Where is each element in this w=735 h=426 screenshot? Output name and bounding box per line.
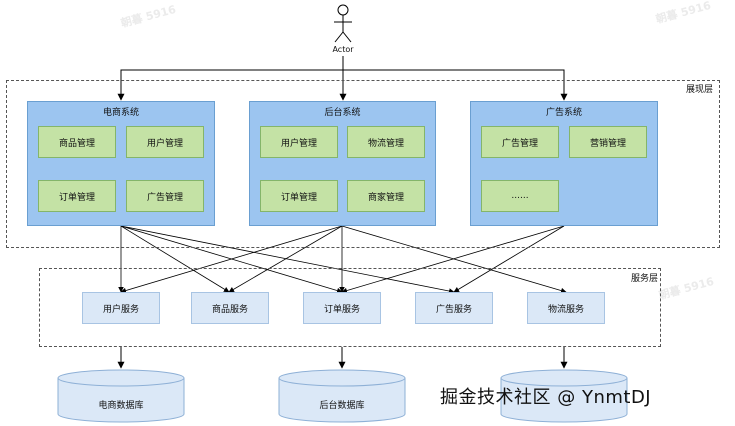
service-user[interactable]: 用户服务 xyxy=(82,292,160,324)
database-ecommerce-label: 电商数据库 xyxy=(98,401,144,411)
service-layer xyxy=(39,268,661,347)
module-user-management[interactable]: 用户管理 xyxy=(126,126,204,158)
module-marketing-management[interactable]: 营销管理 xyxy=(569,126,647,158)
database-cylinder-backend xyxy=(278,369,406,423)
module-order-management[interactable]: 订单管理 xyxy=(260,180,338,212)
service-ad[interactable]: 广告服务 xyxy=(415,292,493,324)
watermark-text: 朝暮 5916 xyxy=(119,2,178,31)
module-ad-management[interactable]: 广告管理 xyxy=(481,126,559,158)
watermark-text: 朝暮 5916 xyxy=(657,274,716,303)
system-backend[interactable]: 后台系统 用户管理 物流管理 订单管理 商家管理 xyxy=(249,101,436,226)
actor-label: Actor xyxy=(332,45,354,54)
watermark-text: 朝暮 5916 xyxy=(654,0,713,27)
system-title: 电商系统 xyxy=(102,108,139,118)
module-user-management[interactable]: 用户管理 xyxy=(260,126,338,158)
brand-watermark: 掘金技术社区 @ YnmtDJ xyxy=(440,387,652,408)
presentation-layer-label: 展现层 xyxy=(686,85,714,95)
service-product[interactable]: 商品服务 xyxy=(191,292,269,324)
service-database-connections xyxy=(117,347,568,369)
system-title: 后台系统 xyxy=(324,108,361,118)
service-layer-label: 服务层 xyxy=(631,274,659,284)
service-order[interactable]: 订单服务 xyxy=(303,292,381,324)
system-title: 广告系统 xyxy=(545,108,582,118)
module-order-management[interactable]: 订单管理 xyxy=(38,180,116,212)
module-merchant-management[interactable]: 商家管理 xyxy=(347,180,425,212)
system-ads[interactable]: 广告系统 广告管理 营销管理 ...... xyxy=(470,101,658,226)
system-ecommerce[interactable]: 电商系统 商品管理 用户管理 订单管理 广告管理 xyxy=(27,101,215,226)
module-product-management[interactable]: 商品管理 xyxy=(38,126,116,158)
module-logistics-management[interactable]: 物流管理 xyxy=(347,126,425,158)
service-logistics[interactable]: 物流服务 xyxy=(527,292,605,324)
database-ads-label: 广告数据库 xyxy=(541,401,587,411)
database-backend-label: 后台数据库 xyxy=(319,401,365,411)
actor-icon xyxy=(334,4,352,43)
module-more-placeholder[interactable]: ...... xyxy=(481,180,559,212)
presentation-layer xyxy=(6,80,720,248)
module-ad-management[interactable]: 广告管理 xyxy=(126,180,204,212)
